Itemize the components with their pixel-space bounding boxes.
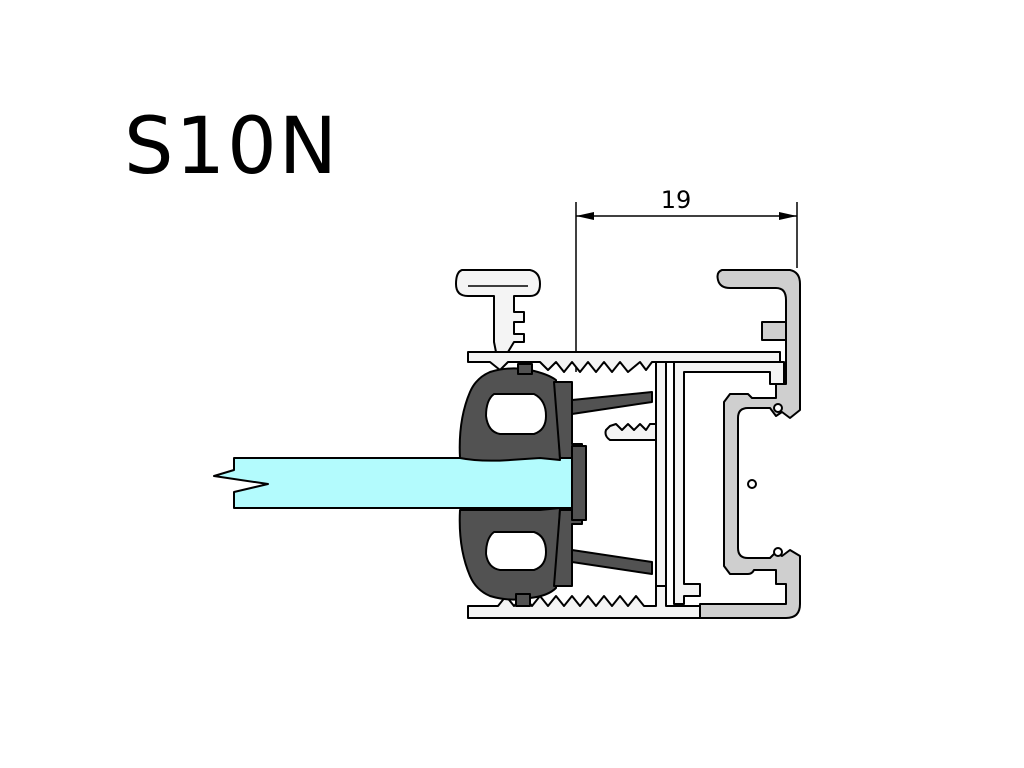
profile-title: S10N <box>124 102 340 192</box>
dimension-label: 19 <box>661 186 692 214</box>
gasket-hole-bottom <box>485 531 547 571</box>
gasket-foot-top <box>517 363 533 375</box>
gasket-hole-top <box>485 393 547 435</box>
outer-profile-body <box>699 269 801 619</box>
top-clip <box>455 269 541 353</box>
gasket <box>458 363 653 607</box>
glazing-bead <box>571 445 587 521</box>
glass-pane <box>213 457 581 509</box>
outer-profile <box>699 269 801 619</box>
dimension-arrow-left <box>576 212 594 220</box>
screw-port <box>747 479 757 489</box>
dimension-arrow-right <box>779 212 797 220</box>
outer-profile-lug <box>761 321 787 341</box>
central-web <box>655 361 667 587</box>
gasket-fin-top <box>571 391 653 415</box>
gasket-clamp-bottom <box>553 509 583 587</box>
screw-port <box>773 547 783 557</box>
screw-port <box>773 403 783 413</box>
top-rail <box>467 351 781 373</box>
gasket-fin-bottom <box>571 549 653 575</box>
gasket-clamp-top <box>553 381 583 459</box>
dimension-19 <box>575 202 798 372</box>
aluminium-profile <box>455 269 785 619</box>
mid-tongue <box>604 423 657 441</box>
gasket-foot-bottom <box>515 593 531 607</box>
